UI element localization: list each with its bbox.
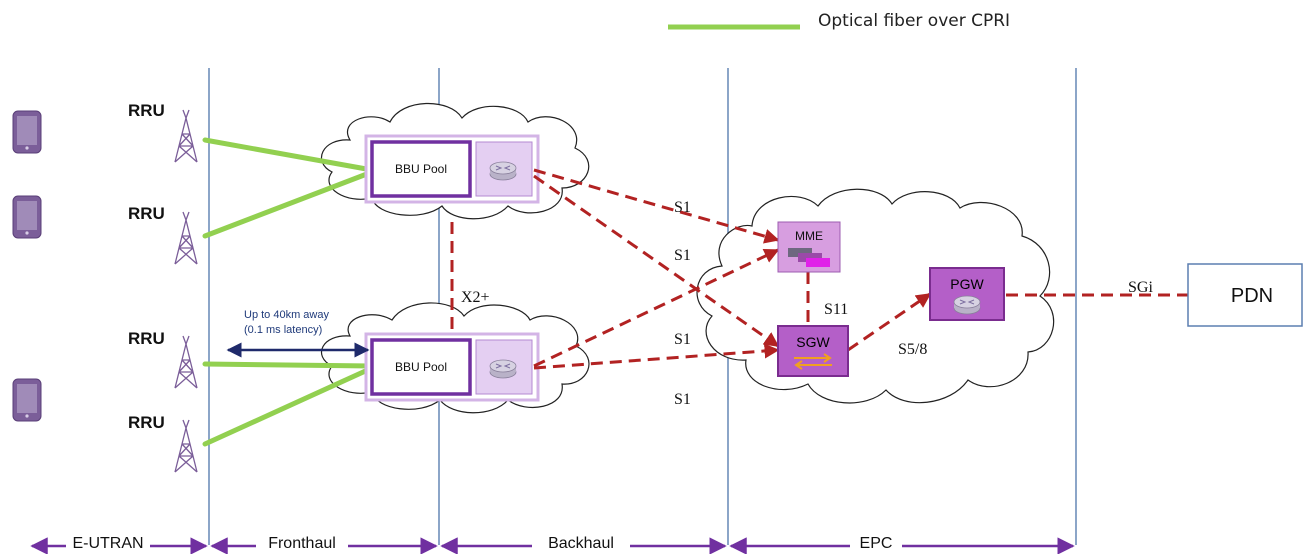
- bbu-pool-top-box: [370, 140, 472, 198]
- mme-server-icon: [806, 258, 830, 267]
- rru-tower-icon: [174, 109, 198, 163]
- section-label-backhaul: Backhaul: [548, 535, 614, 552]
- rru-label-2: RRU: [128, 204, 165, 223]
- dashed-links: [450, 168, 1188, 370]
- pgw-node: PGW: [929, 267, 1005, 321]
- pgw-label: PGW: [950, 276, 984, 292]
- legend-label: Optical fiber over CPRI: [818, 11, 1010, 31]
- rru-tower-icon: [174, 419, 198, 473]
- link-bbu-top-sgw: [533, 174, 780, 348]
- bbu-pool-bottom: BBU Pool: [364, 332, 540, 402]
- fiber-links: [202, 137, 375, 447]
- sgw-box: [777, 325, 849, 377]
- router-icon: [489, 161, 517, 181]
- sgw-label: SGW: [796, 334, 830, 350]
- fronthaul-note-line2: (0.1 ms latency): [244, 324, 322, 336]
- s1-label-b: S1: [674, 247, 691, 264]
- fronthaul-note-line1: Up to 40km away: [244, 309, 329, 321]
- link-bbu-top-mme: [533, 168, 780, 244]
- bbu-pool-top: BBU Pool: [364, 134, 540, 204]
- bbu-pool-bottom-label: BBU Pool: [395, 360, 447, 374]
- sgi-label: SGi: [1128, 279, 1153, 296]
- router-icon: [953, 295, 981, 315]
- s1-label-a: S1: [674, 199, 691, 216]
- phone-icon: [12, 195, 42, 239]
- sgw-switch-icon: [794, 353, 832, 370]
- rru-label-1: RRU: [128, 101, 165, 120]
- sgw-node: SGW: [777, 325, 849, 377]
- section-label-fronthaul: Fronthaul: [268, 535, 336, 552]
- mme-node: MME: [777, 221, 841, 273]
- rru-label-3: RRU: [128, 329, 165, 348]
- phone-icon: [12, 110, 42, 154]
- link-s5-8: [847, 292, 932, 352]
- section-label-backgrounds: [66, 532, 902, 552]
- link-bbu-bottom-mme: [533, 248, 780, 368]
- fiber-link-rru2: [202, 169, 375, 239]
- link-bbu-bottom-sgw: [533, 343, 780, 370]
- router-icon: [489, 359, 517, 379]
- fiber-link-rru3: [202, 361, 375, 369]
- s1-label-c: S1: [674, 331, 691, 348]
- s1-label-d: S1: [674, 391, 691, 408]
- section-label-eutran: E-UTRAN: [72, 535, 143, 552]
- rru-tower-icon: [174, 211, 198, 265]
- mme-server-icon: [788, 248, 812, 257]
- section-label-epc: EPC: [860, 535, 893, 552]
- x2-label: X2+: [461, 289, 490, 306]
- rru-label-4: RRU: [128, 413, 165, 432]
- pdn-box: [1187, 263, 1303, 327]
- s5-8-label: S5/8: [898, 341, 927, 358]
- fiber-link-rru1: [202, 137, 375, 173]
- s11-label: S11: [824, 301, 848, 318]
- pdn-label: PDN: [1231, 285, 1273, 307]
- rru-tower-icon: [174, 335, 198, 389]
- fiber-link-rru4: [202, 365, 375, 447]
- mme-label: MME: [795, 229, 823, 243]
- bbu-pool-top-label: BBU Pool: [395, 162, 447, 176]
- bbu-pool-bottom-box: [370, 338, 472, 396]
- phone-icon: [12, 378, 42, 422]
- mme-server-icon: [798, 253, 822, 262]
